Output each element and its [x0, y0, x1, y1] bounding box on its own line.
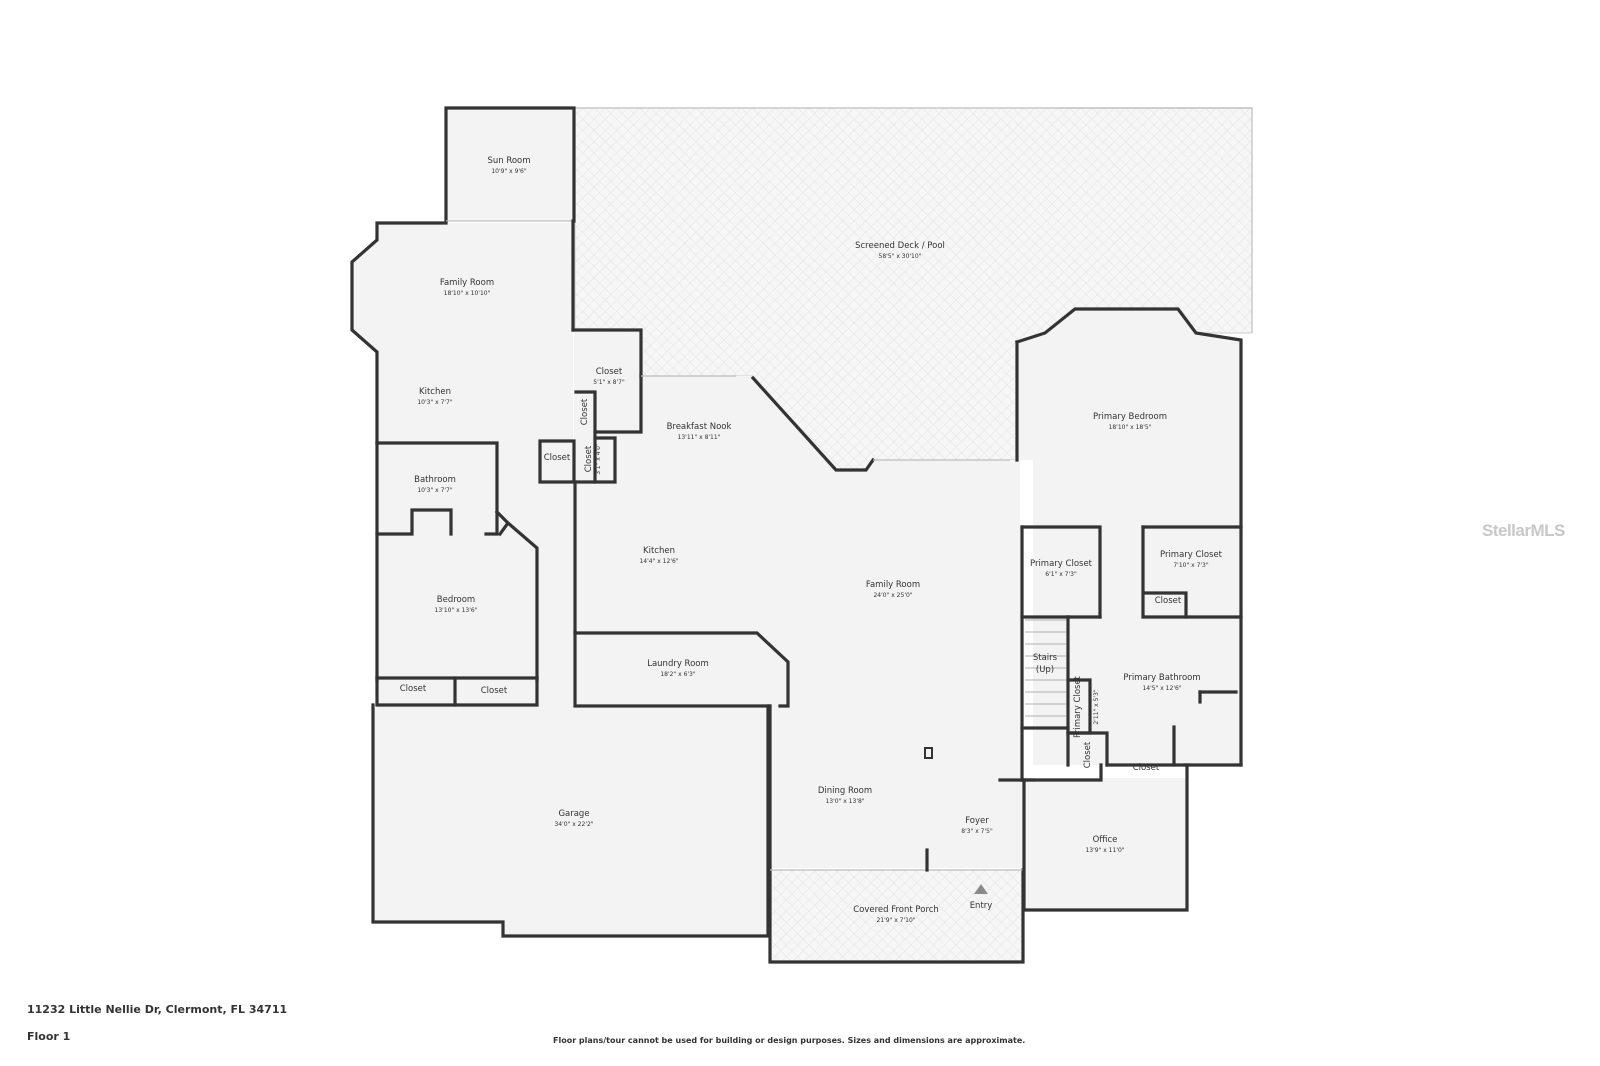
primary-closet-3-dim: 2'11" x 5'3": [1093, 689, 1100, 725]
family-room-main-dim: 24'0" x 25'0": [873, 592, 912, 599]
closet-primary-label: Closet: [1155, 596, 1182, 606]
closet-top-dim: 5'1" x 8'7": [593, 379, 625, 386]
center-floor: [574, 330, 1034, 868]
primary-bathroom-dim: 14'5" x 12'6": [1142, 685, 1181, 692]
primary-closet-1-dim: 6'1" x 7'3": [1045, 571, 1077, 578]
foyer-label: Foyer: [965, 816, 989, 826]
sun-room-dim: 10'9" x 9'6": [491, 168, 527, 175]
property-address: 11232 Little Nellie Dr, Clermont, FL 347…: [27, 1003, 288, 1016]
primary-closet-1-label: Primary Closet: [1030, 559, 1093, 569]
primary-bedroom-label: Primary Bedroom: [1093, 412, 1167, 422]
entry-label: Entry: [970, 901, 993, 911]
closet-small-3-label: Closet: [584, 445, 594, 472]
covered-porch-label: Covered Front Porch: [853, 905, 939, 915]
bedroom-dim: 13'10" x 13'6": [435, 607, 478, 614]
sun-room-label: Sun Room: [487, 156, 530, 166]
closet-office-label: Closet: [1133, 763, 1160, 773]
breakfast-nook-dim: 13'11" x 8'11": [678, 434, 721, 441]
foyer-dim: 8'3" x 7'5": [961, 828, 993, 835]
garage-dim: 34'0" x 22'2": [554, 821, 593, 828]
closet-top-label: Closet: [596, 367, 623, 377]
bathroom-label: Bathroom: [414, 475, 456, 485]
closet-small-1-label: Closet: [580, 398, 590, 425]
laundry-room-dim: 18'2" x 6'3": [660, 671, 696, 678]
dining-room-dim: 13'0" x 13'8": [825, 798, 864, 805]
closet-small-3-dim: 3'1" x 4'0": [595, 443, 602, 475]
laundry-room-label: Laundry Room: [647, 659, 709, 669]
family-room-left-label: Family Room: [440, 278, 494, 288]
primary-suite-floor: [1017, 309, 1241, 765]
kitchen-left-dim: 10'3" x 7'7": [417, 399, 453, 406]
disclaimer-text: Floor plans/tour cannot be used for buil…: [553, 1036, 1026, 1045]
sun-room-floor: [446, 108, 574, 221]
closet-bed-1-label: Closet: [400, 684, 427, 694]
porch-floor: [770, 869, 1024, 963]
dining-room-label: Dining Room: [818, 786, 872, 796]
primary-closet-3-label: Primary Closet: [1073, 675, 1083, 738]
screened-deck-label: Screened Deck / Pool: [855, 241, 945, 251]
office-label: Office: [1093, 835, 1118, 845]
kitchen-left-label: Kitchen: [419, 387, 451, 397]
bathroom-dim: 10'3" x 7'7": [417, 487, 453, 494]
primary-bathroom-label: Primary Bathroom: [1123, 673, 1200, 683]
screened-deck-dim: 58'5" x 30'10": [879, 253, 922, 260]
closet-bed-2-label: Closet: [481, 686, 508, 696]
covered-porch-dim: 21'9" x 7'10": [876, 917, 915, 924]
primary-closet-2-label: Primary Closet: [1160, 550, 1223, 560]
walls: [350, 106, 1253, 964]
stairs-label: Stairs: [1033, 653, 1058, 663]
entry-arrow-icon: [974, 884, 988, 894]
primary-bedroom-dim: 18'10" x 18'5": [1109, 424, 1152, 431]
kitchen-main-dim: 14'4" x 12'6": [639, 558, 678, 565]
left-wing-floor: [352, 223, 573, 708]
office-floor: [1024, 778, 1187, 910]
family-room-main-label: Family Room: [866, 580, 920, 590]
bedroom-label: Bedroom: [437, 595, 475, 605]
primary-closet-2-dim: 7'10" x 7'3": [1173, 562, 1209, 569]
kitchen-main-label: Kitchen: [643, 546, 675, 556]
garage-floor: [373, 708, 768, 936]
closet-small-2-label: Closet: [544, 453, 571, 463]
breakfast-nook-label: Breakfast Nook: [667, 422, 732, 432]
floor-label: Floor 1: [27, 1030, 71, 1043]
family-room-left-dim: 18'10" x 10'10": [444, 290, 491, 297]
watermark-logo: StellarMLS: [1482, 521, 1565, 540]
room-labels: Sun Room 10'9" x 9'6" Screened Deck / Po…: [400, 156, 1223, 924]
closet-bath-label: Closet: [1083, 741, 1093, 768]
floor-areas: [352, 107, 1253, 963]
garage-label: Garage: [558, 809, 589, 819]
office-dim: 13'9" x 11'0": [1085, 847, 1124, 854]
stairs-sub-label: (Up): [1036, 665, 1054, 675]
